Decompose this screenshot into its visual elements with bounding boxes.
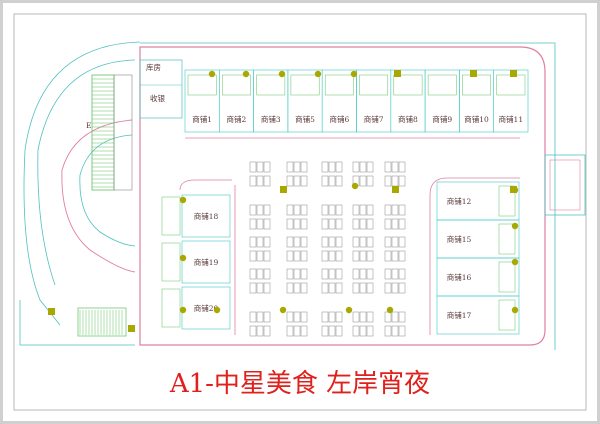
column-square <box>280 186 287 193</box>
table-set <box>286 268 308 294</box>
table-set <box>321 311 343 337</box>
table-set <box>286 161 308 187</box>
column-round <box>179 306 187 314</box>
table-set <box>286 311 308 337</box>
table-set <box>286 204 308 230</box>
right-shop-column: 商铺12 商铺15 商铺16 商铺17 <box>436 181 520 335</box>
storage-room-label: 库房 <box>146 62 161 72</box>
building-outline-cyan <box>140 42 556 350</box>
column-square <box>510 70 517 77</box>
column-square <box>48 308 55 315</box>
column-round <box>179 254 187 262</box>
table-set <box>384 204 406 230</box>
shop-label-top: 商铺9 <box>432 114 452 124</box>
right-annex-inner <box>549 159 581 211</box>
column-round <box>213 306 221 314</box>
dining-tables <box>249 161 406 337</box>
column-round <box>511 258 519 266</box>
curve-ramp-outer <box>23 41 141 326</box>
table-set <box>249 236 271 262</box>
corridor-wall-left <box>179 179 232 191</box>
column-round <box>511 222 519 230</box>
shop-label-top: 商铺5 <box>295 114 315 124</box>
building-wall <box>139 46 546 346</box>
shop-label-right: 商铺17 <box>447 310 472 320</box>
column-round <box>350 70 358 78</box>
corridor-walls <box>234 177 520 335</box>
shop-label-right: 商铺16 <box>447 272 472 282</box>
column-round <box>278 70 286 78</box>
stairs-bottom <box>77 307 127 337</box>
shop-label-top: 商铺10 <box>464 114 489 124</box>
shop-label-top: 商铺1 <box>192 114 212 124</box>
table-set <box>286 236 308 262</box>
column-square <box>470 70 477 77</box>
column-round <box>242 70 250 78</box>
table-set <box>352 161 374 187</box>
column-square <box>394 70 401 77</box>
column-round <box>511 186 519 194</box>
inner-frame <box>13 13 587 411</box>
curve-ramp-inner <box>61 119 136 273</box>
column-round <box>279 306 287 314</box>
column-round <box>386 306 394 314</box>
table-set <box>249 311 271 337</box>
table-set <box>352 236 374 262</box>
table-set <box>384 161 406 187</box>
table-set <box>384 311 406 337</box>
column-round <box>351 182 359 190</box>
shop-label-top: 商铺2 <box>227 114 247 124</box>
shop-label-left: 商铺20 <box>194 303 219 313</box>
shop-label-top: 商铺8 <box>398 114 418 124</box>
shop-cell-right <box>436 295 520 335</box>
shop-label-right: 商铺12 <box>447 196 472 206</box>
column-round <box>511 306 519 314</box>
table-set <box>352 204 374 230</box>
table-set <box>384 236 406 262</box>
table-set <box>249 204 271 230</box>
curve-ramp-inner2 <box>79 134 136 247</box>
top-shop-row: 商铺1 商铺2 商铺3 商铺5 商铺6 商铺7 商铺8 商铺9 商铺10 商铺11 <box>184 69 529 139</box>
column-round <box>314 70 322 78</box>
column-round <box>345 306 353 314</box>
table-set <box>352 311 374 337</box>
curve-ramp-middle <box>37 59 136 286</box>
shop-label-top: 商铺6 <box>329 114 349 124</box>
shop-label-top: 商铺3 <box>261 114 281 124</box>
table-set <box>321 161 343 187</box>
shop-label-right: 商铺15 <box>447 234 472 244</box>
stairs-left <box>91 74 133 191</box>
storage-cashier-block <box>139 59 183 119</box>
shop-label-left: 商铺19 <box>194 257 219 267</box>
plan-title: A1-中星美食 左岸宵夜 <box>169 369 430 399</box>
table-set <box>384 268 406 294</box>
cashier-label: 收银 <box>150 93 165 103</box>
table-set <box>249 268 271 294</box>
shop-cell-left <box>181 194 231 238</box>
table-set <box>321 268 343 294</box>
column-square <box>128 325 135 332</box>
wall-mark: E <box>86 121 91 130</box>
right-annex <box>544 154 586 216</box>
column-round <box>208 70 216 78</box>
column-round <box>179 196 187 204</box>
table-set <box>321 236 343 262</box>
table-set <box>321 204 343 230</box>
table-set <box>249 161 271 187</box>
shop-label-top: 商铺11 <box>499 114 524 124</box>
structural-columns <box>48 70 519 332</box>
shop-label-top: 商铺7 <box>364 114 384 124</box>
left-shop-column: 商铺18 商铺19 商铺20 <box>161 194 231 330</box>
shop-cell-left <box>181 240 231 284</box>
left-bottom-outline <box>19 300 135 346</box>
column-square <box>392 186 399 193</box>
shop-label-left: 商铺18 <box>194 211 219 221</box>
table-set <box>352 268 374 294</box>
